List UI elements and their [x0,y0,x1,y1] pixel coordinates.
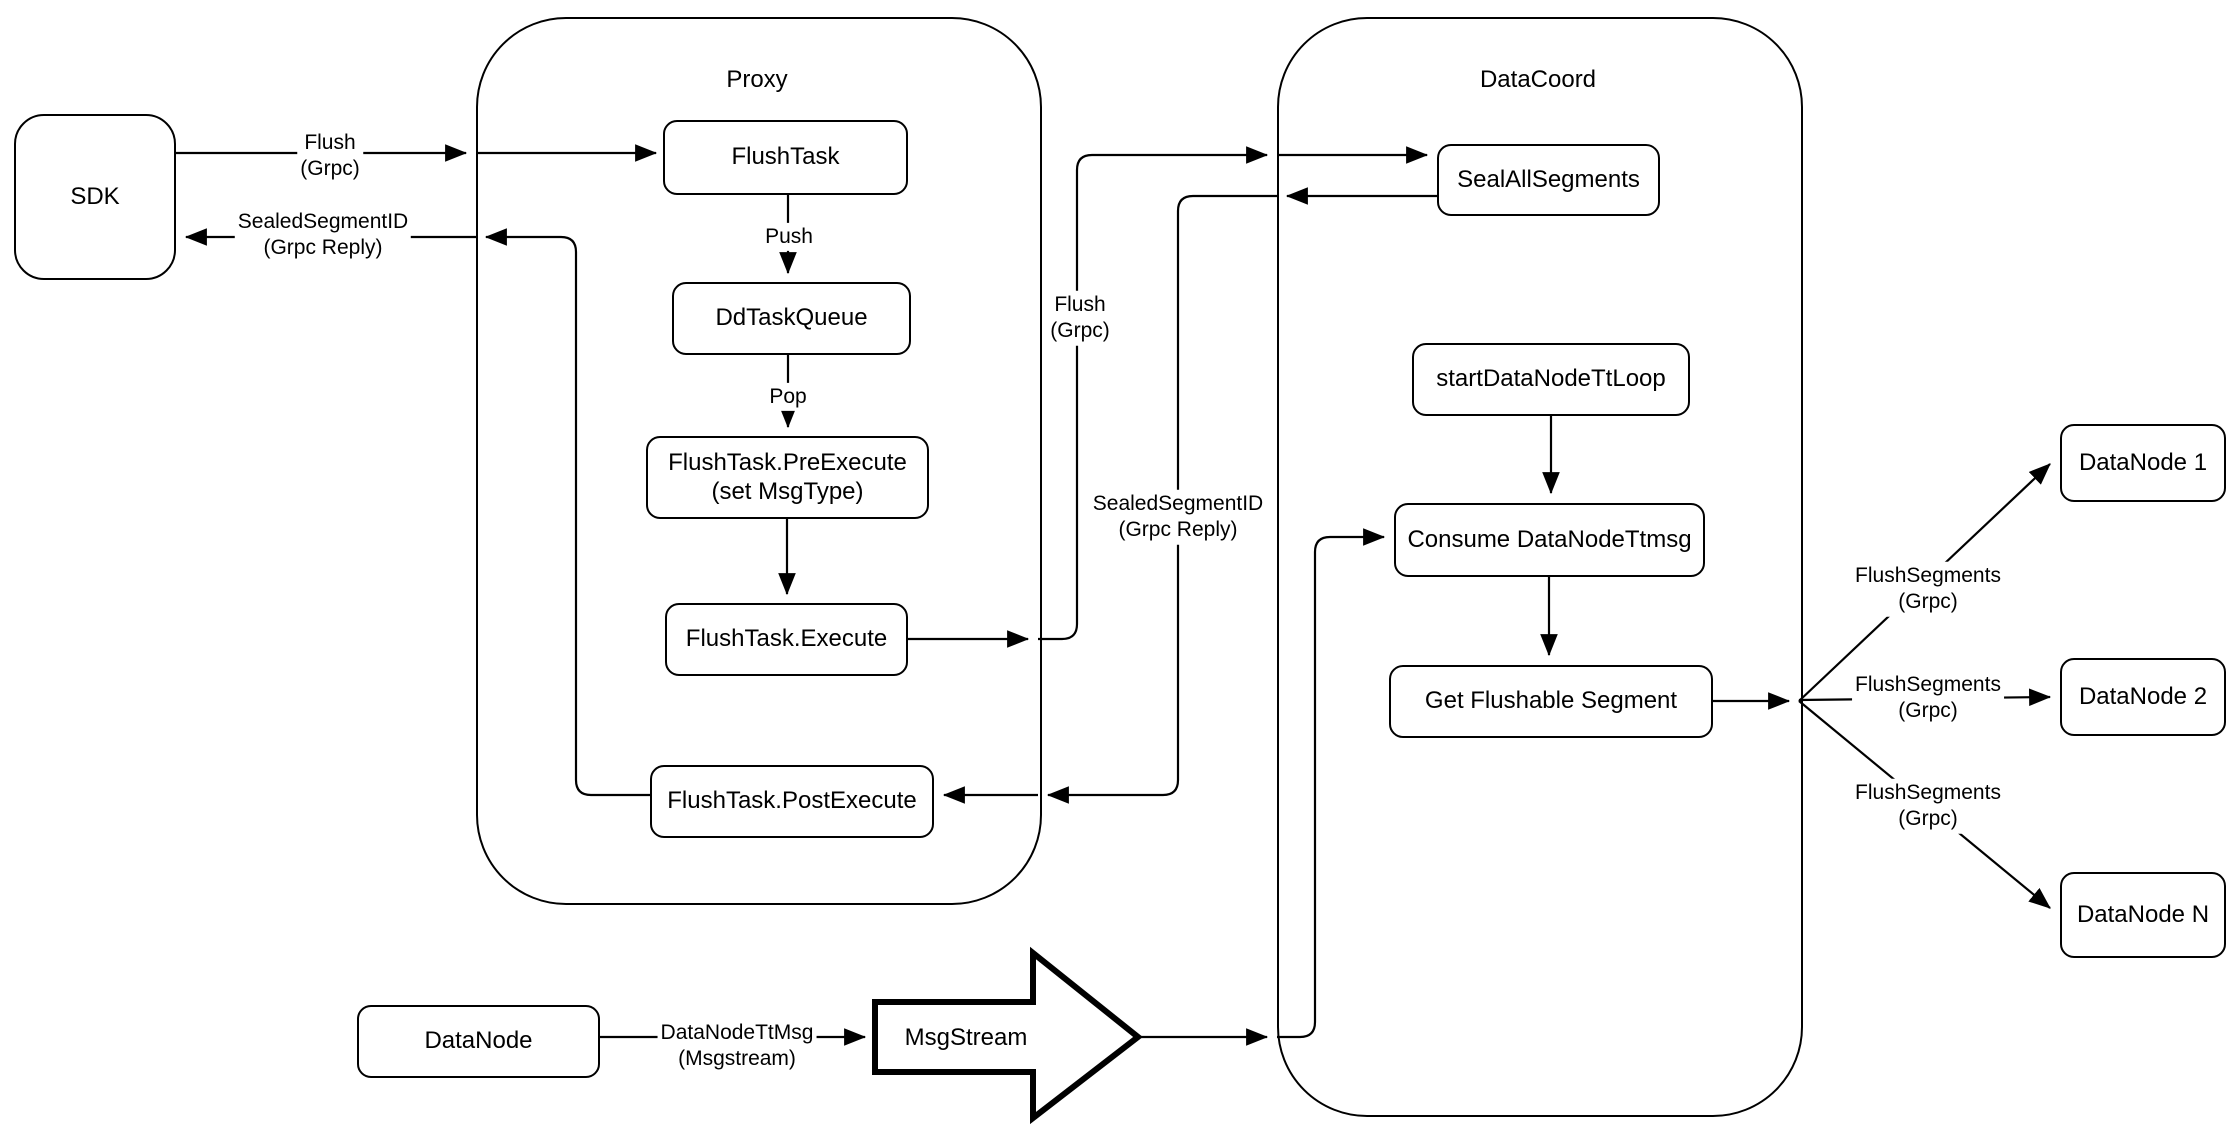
edge-label-line: FlushSegments [1855,672,2001,696]
edge-label-line: (Grpc) [1898,699,1958,722]
proxy-container [476,17,1042,905]
node-datanode2: DataNode 2 [2060,658,2226,736]
datacoord-container-title: DataCoord [1479,66,1597,93]
msgstream-label: MsgStream [904,1024,1028,1051]
node-ddtaskqueue-label: DdTaskQueue [715,304,868,332]
node-datanoden: DataNode N [2060,872,2226,958]
node-preexecute: FlushTask.PreExecute (set MsgType) [646,436,929,519]
edge-label-line: SealedSegmentID [1092,491,1264,515]
edge-label-line: Pop [769,384,807,408]
node-flushtask-label: FlushTask [731,143,840,171]
edge-postexecute-to-proxyedge [484,228,650,797]
edge-label-line: (Grpc) [1050,319,1110,342]
edge-label-flushsegments-1: FlushSegments (Grpc) [1852,561,2004,617]
node-preexecute-label-line1: FlushTask.PreExecute [668,448,907,476]
datacoord-container [1277,17,1803,1117]
edge-label-line: FlushSegments [1855,563,2001,587]
node-datanode1-label: DataNode 1 [2078,448,2208,476]
edge-label-flushsegments-2: FlushSegments (Grpc) [1852,670,2004,726]
edge-label-line: (Grpc Reply) [263,236,383,259]
node-datanode1: DataNode 1 [2060,424,2226,502]
edge-label-line: Flush [304,130,356,154]
node-get-flushable-segment-label: Get Flushable Segment [1424,687,1678,715]
node-datanode-label: DataNode [424,1027,533,1055]
node-datanoden-label: DataNode N [2076,900,2210,928]
proxy-container-title: Proxy [726,66,788,93]
node-postexecute-label: FlushTask.PostExecute [667,787,917,815]
edge-datacoordedge-to-consume [1277,528,1386,1039]
node-sdk: SDK [14,114,176,280]
node-startdatanodettloop: startDataNodeTtLoop [1412,343,1690,416]
node-datanode: DataNode [357,1005,600,1078]
node-sealallsegments-label: SealAllSegments [1457,165,1640,193]
node-consume-datanodettmsg-label: Consume DataNodeTtmsg [1407,525,1692,553]
node-flushtask: FlushTask [663,120,908,195]
edge-label-datanodettmsg: DataNodeTtMsg (Msgstream) [657,1018,817,1074]
edge-label-line: DataNodeTtMsg [660,1020,814,1044]
edge-label-line: Flush [1054,292,1106,316]
edge-label-flush-grpc-sdk: Flush (Grpc) [297,128,363,184]
edge-label-line: (Grpc Reply) [1118,518,1238,541]
edge-label-push: Push [762,222,816,252]
edge-label-sealedsegmentid-sdk: SealedSegmentID (Grpc Reply) [234,207,412,263]
node-preexecute-label-line2: (set MsgType) [711,477,864,505]
edge-label-line: (Msgstream) [678,1047,796,1070]
node-sdk-label: SDK [70,182,120,210]
node-ddtaskqueue: DdTaskQueue [672,282,911,355]
edge-label-sealedsegmentid-mid: SealedSegmentID (Grpc Reply) [1089,489,1267,545]
edge-proxyedge-to-datacoord [1038,146,1269,641]
edge-label-line: Push [765,224,813,248]
edge-label-pop: Pop [766,382,810,412]
node-datanode2-label: DataNode 2 [2078,682,2208,710]
node-execute: FlushTask.Execute [665,603,908,676]
edge-label-line: (Grpc) [300,157,360,180]
edge-label-flushsegments-3: FlushSegments (Grpc) [1852,778,2004,834]
edge-label-line: (Grpc) [1898,590,1958,613]
msgstream-block-arrow [872,946,1143,1125]
edge-label-line: (Grpc) [1898,807,1958,830]
node-startdatanodettloop-label: startDataNodeTtLoop [1436,365,1666,393]
node-consume-datanodettmsg: Consume DataNodeTtmsg [1394,503,1705,577]
node-get-flushable-segment: Get Flushable Segment [1389,665,1713,738]
node-postexecute: FlushTask.PostExecute [650,765,934,838]
edge-label-line: SealedSegmentID [237,209,409,233]
edge-label-line: FlushSegments [1855,780,2001,804]
node-execute-label: FlushTask.Execute [685,625,888,653]
node-sealallsegments: SealAllSegments [1437,144,1660,216]
edge-label-flush-grpc-mid: Flush (Grpc) [1047,290,1113,346]
